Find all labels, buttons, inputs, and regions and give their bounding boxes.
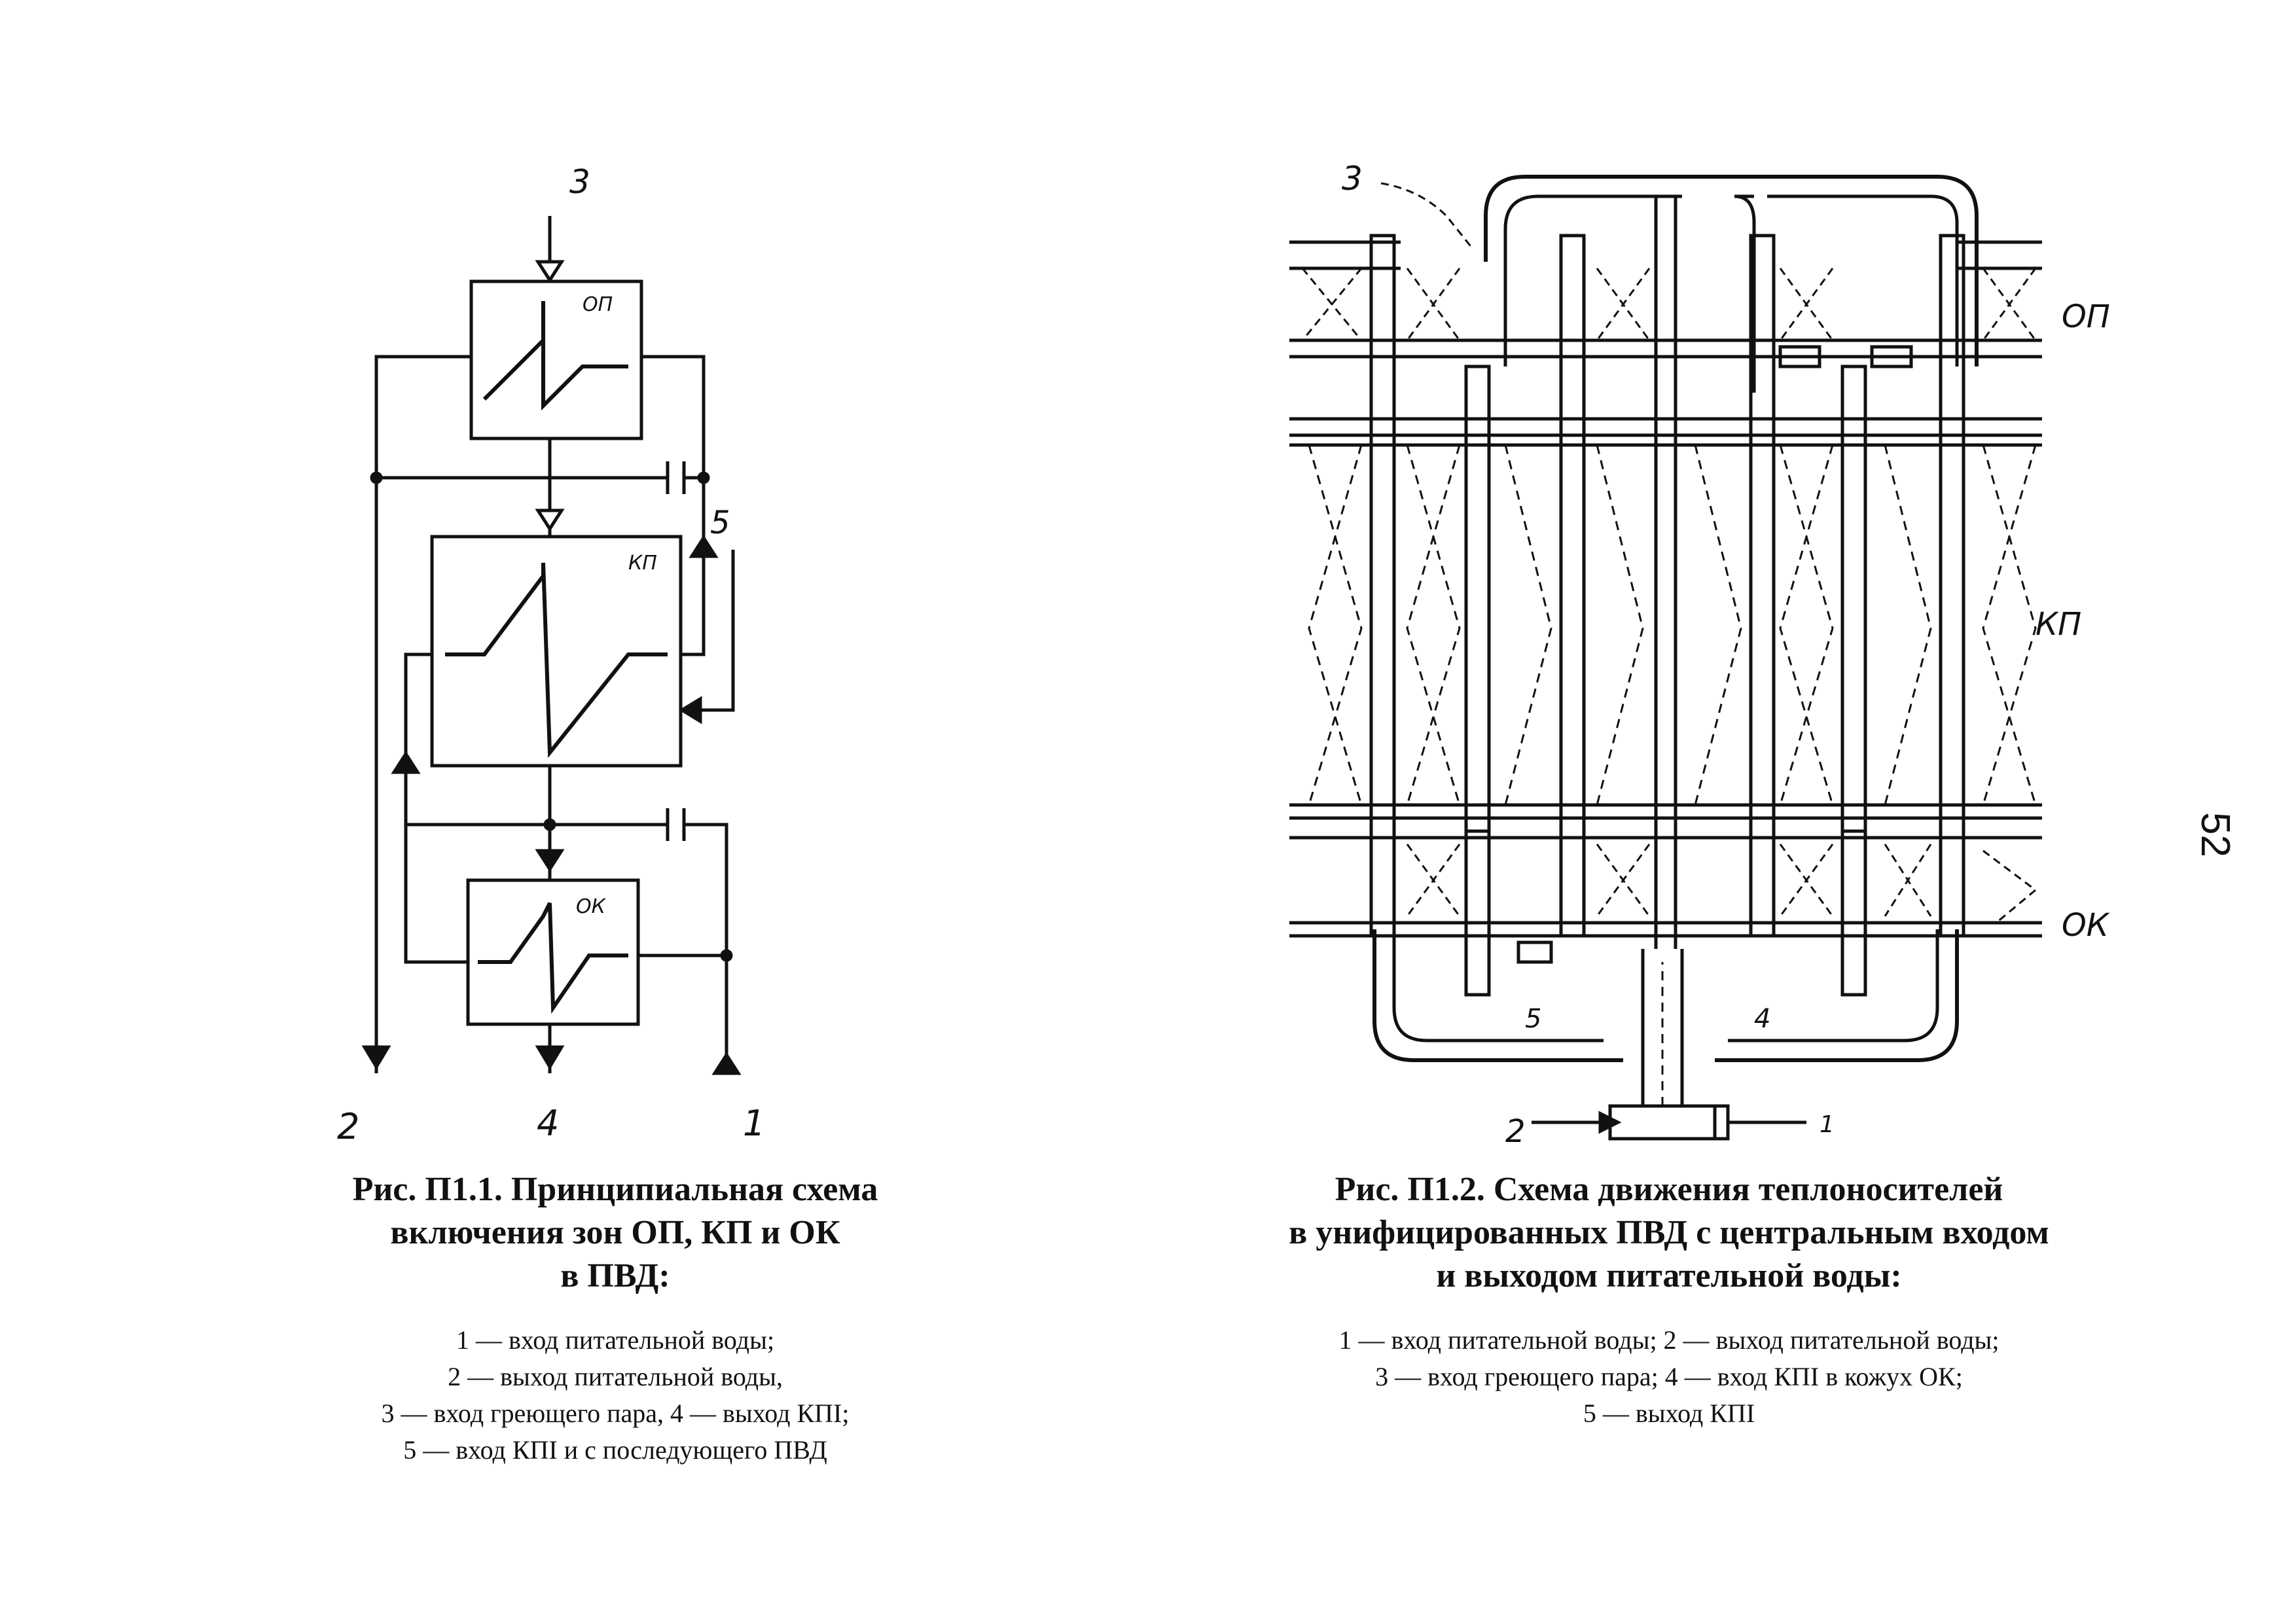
fig2-label-kp: КП — [2036, 606, 2081, 643]
fig1-number-2: 2 — [337, 1106, 359, 1147]
fig1-number-4: 4 — [537, 1103, 559, 1144]
fig2-op-baffles — [1301, 268, 2037, 341]
fig2-caption-legend: 1 — вход питательной воды; 2 — выход пит… — [1338, 1325, 2000, 1428]
fig1-label-ok: ОК — [576, 895, 607, 918]
figure2-schematic — [1289, 175, 2042, 1141]
fig1-label-op: ОП — [583, 293, 613, 316]
fig2-label-op: ОП — [2062, 298, 2110, 335]
fig2-number-4: 4 — [1754, 1004, 1770, 1034]
fig2-ok-baffles — [1406, 844, 2037, 924]
fig1-kp-box — [430, 535, 683, 768]
fig2-plates — [1289, 240, 2042, 938]
fig2-number-3: 3 — [1342, 160, 1363, 198]
fig1-number-1: 1 — [743, 1103, 765, 1144]
fig2-label-ok: ОК — [2062, 907, 2110, 944]
fig2-number-1: 1 — [1820, 1111, 1835, 1138]
fig1-ok-box — [466, 878, 640, 1026]
fig2-number-5: 5 — [1525, 1004, 1541, 1034]
fig2-kp-flow — [1308, 444, 2037, 806]
fig2-bottom-manifold — [1372, 929, 1623, 1062]
fig2-number-2: 2 — [1505, 1113, 1526, 1150]
fig2-top-manifold — [1484, 175, 1979, 366]
fig1-number-5: 5 — [710, 505, 730, 541]
fig2-tubes — [1369, 234, 1965, 997]
fig1-caption-title: Рис. П1.1. Принципиальная схема включени… — [352, 1171, 878, 1294]
fig2-caption-title: Рис. П1.2. Схема движения теплоносителей… — [1289, 1171, 2049, 1294]
fig1-caption-legend: 1 — вход питательной воды; 2 — выход пит… — [381, 1325, 850, 1465]
fig1-label-kp: КП — [628, 552, 657, 575]
figure1-schematic — [361, 216, 742, 1075]
fig1-op-box — [469, 279, 643, 440]
page-number: 52 — [2192, 812, 2238, 857]
fig1-number-3: 3 — [569, 163, 590, 201]
